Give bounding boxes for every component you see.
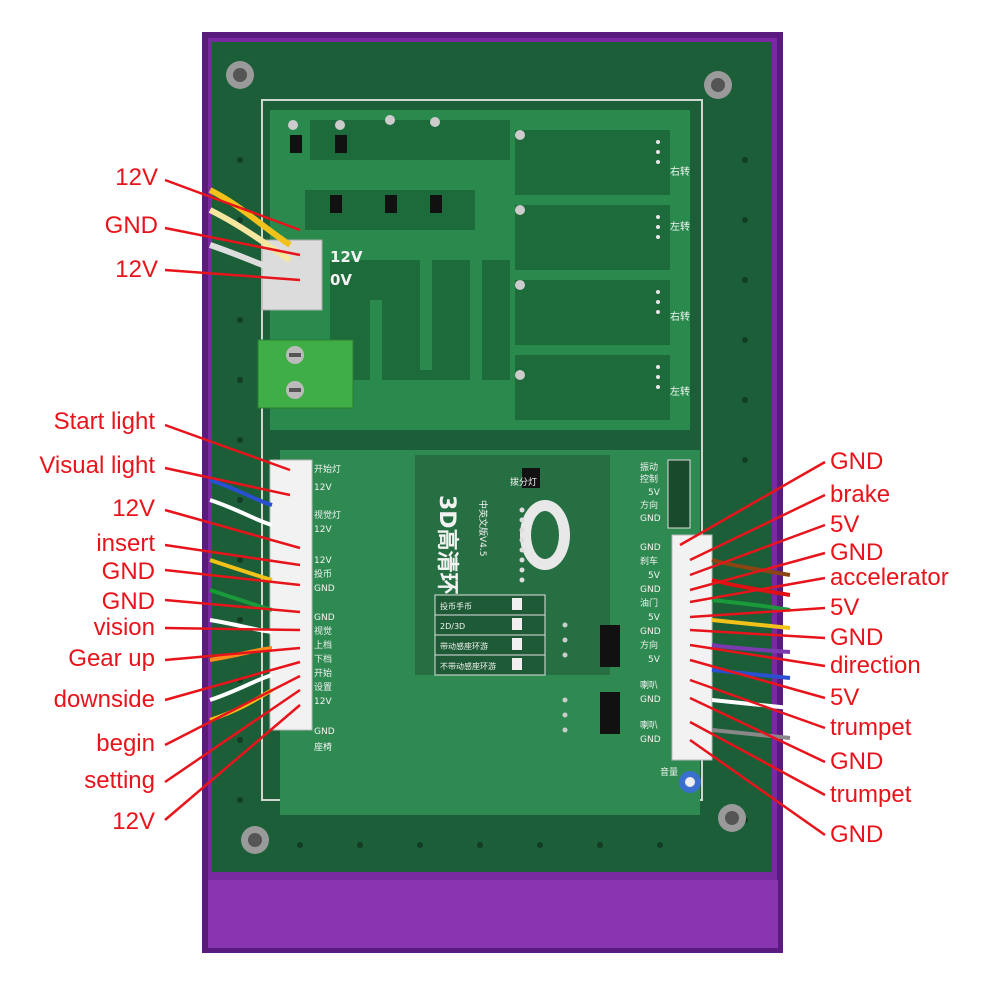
left-header-label: 设置 [314, 682, 332, 693]
label-right-gnd: GND [830, 748, 884, 775]
label-brake: brake [830, 481, 891, 508]
right-header-label: GND [640, 585, 661, 595]
label-right-5v: 5V [830, 684, 860, 711]
label-gear-up: Gear up [68, 645, 155, 672]
label-left-12v: 12V [115, 256, 158, 283]
label-vision: vision [93, 614, 155, 641]
switch-label: 不带动感座环游 [440, 661, 496, 671]
relay-label-right: 右转 [670, 165, 690, 178]
volume-label: 音量 [660, 766, 678, 778]
left-header-label: 视觉灯 [314, 509, 341, 521]
ic-chip [600, 692, 620, 734]
switch-label: 2D/3D [440, 622, 465, 631]
label-right-gnd: GND [830, 448, 884, 475]
left-header-label: GND [314, 584, 335, 594]
left-header-label: 投币 [314, 568, 332, 580]
right-header-label: 油门 [640, 597, 658, 609]
left-header-label: 12V [314, 525, 332, 535]
leader-lines-left [164, 178, 301, 821]
label-left-12v: 12V [112, 495, 155, 522]
label-start-light: Start light [53, 408, 155, 435]
label-downside: downside [53, 686, 155, 713]
right-header-label: GND [640, 543, 661, 553]
ic-chip [600, 625, 620, 667]
left-header-label: GND [314, 613, 335, 623]
top-right-header-label: 方向 [640, 499, 658, 511]
relay-label-right: 右转 [670, 310, 690, 323]
left-header-label: 12V [314, 483, 332, 493]
label-right-5v: 5V [830, 594, 860, 621]
right-header-label: 喇叭 [640, 719, 658, 731]
right-header-label: 5V [648, 613, 661, 623]
power-0v-label: 0V [330, 271, 352, 289]
terminal-block [257, 339, 354, 409]
left-header-label: GND [314, 727, 335, 737]
jumper-label: 拨分灯 [510, 476, 537, 488]
label-begin: begin [96, 730, 155, 757]
left-header-label: 座椅 [314, 741, 332, 753]
left-header-label: 视觉 [314, 625, 332, 637]
label-visual-light: Visual light [39, 452, 155, 479]
right-header-label: GND [640, 735, 661, 745]
right-header-label: GND [640, 627, 661, 637]
right-header-label: 喇叭 [640, 679, 658, 691]
left-header-label: 12V [314, 556, 332, 566]
volume-knob-icon [679, 771, 701, 793]
leader-lines-right [679, 460, 826, 837]
switch-label: 带动感座环游 [440, 641, 488, 651]
label-left-gnd: GND [101, 588, 155, 615]
label-trumpet: trumpet [830, 781, 912, 808]
board-version: 中英文版V4.5 [477, 500, 489, 556]
right-header-label: GND [640, 695, 661, 705]
left-header-label: 12V [314, 697, 332, 707]
label-left-gnd: GND [101, 558, 155, 585]
screw-icon [718, 804, 746, 832]
relay-label-left: 左转 [670, 385, 690, 398]
left-header-label: 上档 [314, 639, 332, 651]
label-right-gnd: GND [830, 624, 884, 651]
label-right-5v: 5V [830, 511, 860, 538]
top-right-header-label: GND [640, 514, 661, 524]
left-header-label: 开始灯 [314, 463, 341, 475]
label-left-gnd: GND [104, 212, 158, 239]
label-trumpet: trumpet [830, 714, 912, 741]
screw-icon [241, 826, 269, 854]
left-connector-header [269, 459, 313, 731]
label-insert: insert [96, 530, 155, 557]
right-header-label: 5V [648, 571, 661, 581]
power-12v-label: 12V [330, 248, 363, 266]
screw-icon [704, 71, 732, 99]
left-header-label: 下档 [314, 653, 332, 665]
label-left-12v: 12V [115, 164, 158, 191]
logo-icon [520, 500, 570, 570]
right-header-label: 方向 [640, 639, 658, 651]
power-connector [261, 239, 323, 311]
label-right-gnd: GND [830, 539, 884, 566]
label-left-12v: 12V [112, 808, 155, 835]
right-header-label: 5V [648, 655, 661, 665]
left-header-label: 开始 [314, 667, 332, 679]
label-setting: setting [84, 767, 155, 794]
screw-icon [226, 61, 254, 89]
relay-label-left: 左转 [670, 220, 690, 233]
switch-label: 投币手币 [440, 601, 472, 611]
top-right-header-label: 振动 [640, 461, 658, 473]
top-right-header-label: 控制 [640, 473, 658, 485]
label-right-gnd: GND [830, 821, 884, 848]
top-right-header-label: 5V [648, 488, 661, 498]
label-direction: direction [830, 652, 921, 679]
right-header-label: 刹车 [640, 555, 658, 567]
label-accelerator: accelerator [830, 564, 949, 591]
